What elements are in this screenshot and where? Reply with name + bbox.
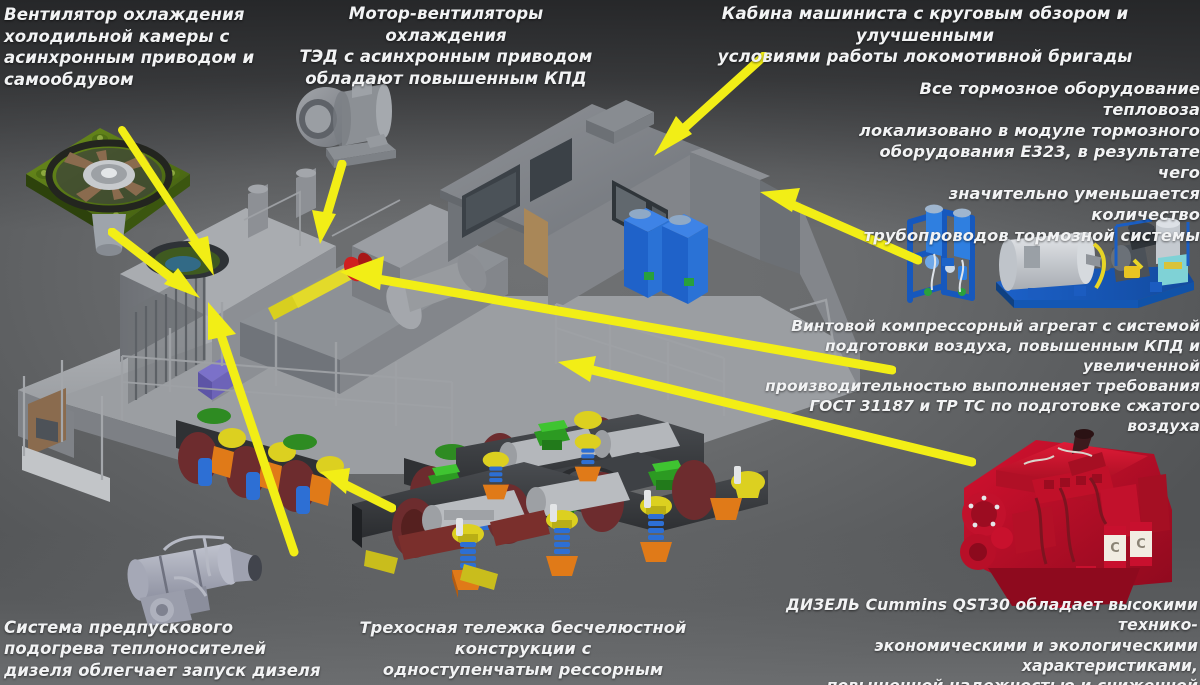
preheating-system-unit [127,535,262,626]
callout-three-axle-bogie: Трехосная тележка бесчелюстной конструкц… [359,618,687,685]
screw-compressor-unit [996,218,1194,308]
callout-driver-cab: Кабина машиниста с круговым обзором и ул… [717,4,1133,67]
svg-text:C: C [1110,541,1120,556]
callout-brake-module: Все тормозное оборудование тепловоза лок… [859,79,1200,246]
callout-cooling-fan: Вентилятор охлаждения холодильной камеры… [4,5,255,89]
three-axle-bogie [352,411,768,598]
svg-text:C: C [1136,537,1146,552]
callout-diesel-engine: ДИЗЕЛЬ Cummins QST30 обладает высокими т… [785,596,1198,685]
callout-compressor-unit: Винтовой компрессорный агрегат с системо… [765,317,1200,436]
callout-traction-motor-fans: Мотор-вентиляторы охлаждения ТЭД с асинх… [299,4,593,88]
cummins-qst30-diesel-engine: C C C C [960,429,1172,608]
callout-preheating-system: Система предпускового подогрева теплонос… [4,618,321,680]
cooling-fan-module [26,128,190,256]
